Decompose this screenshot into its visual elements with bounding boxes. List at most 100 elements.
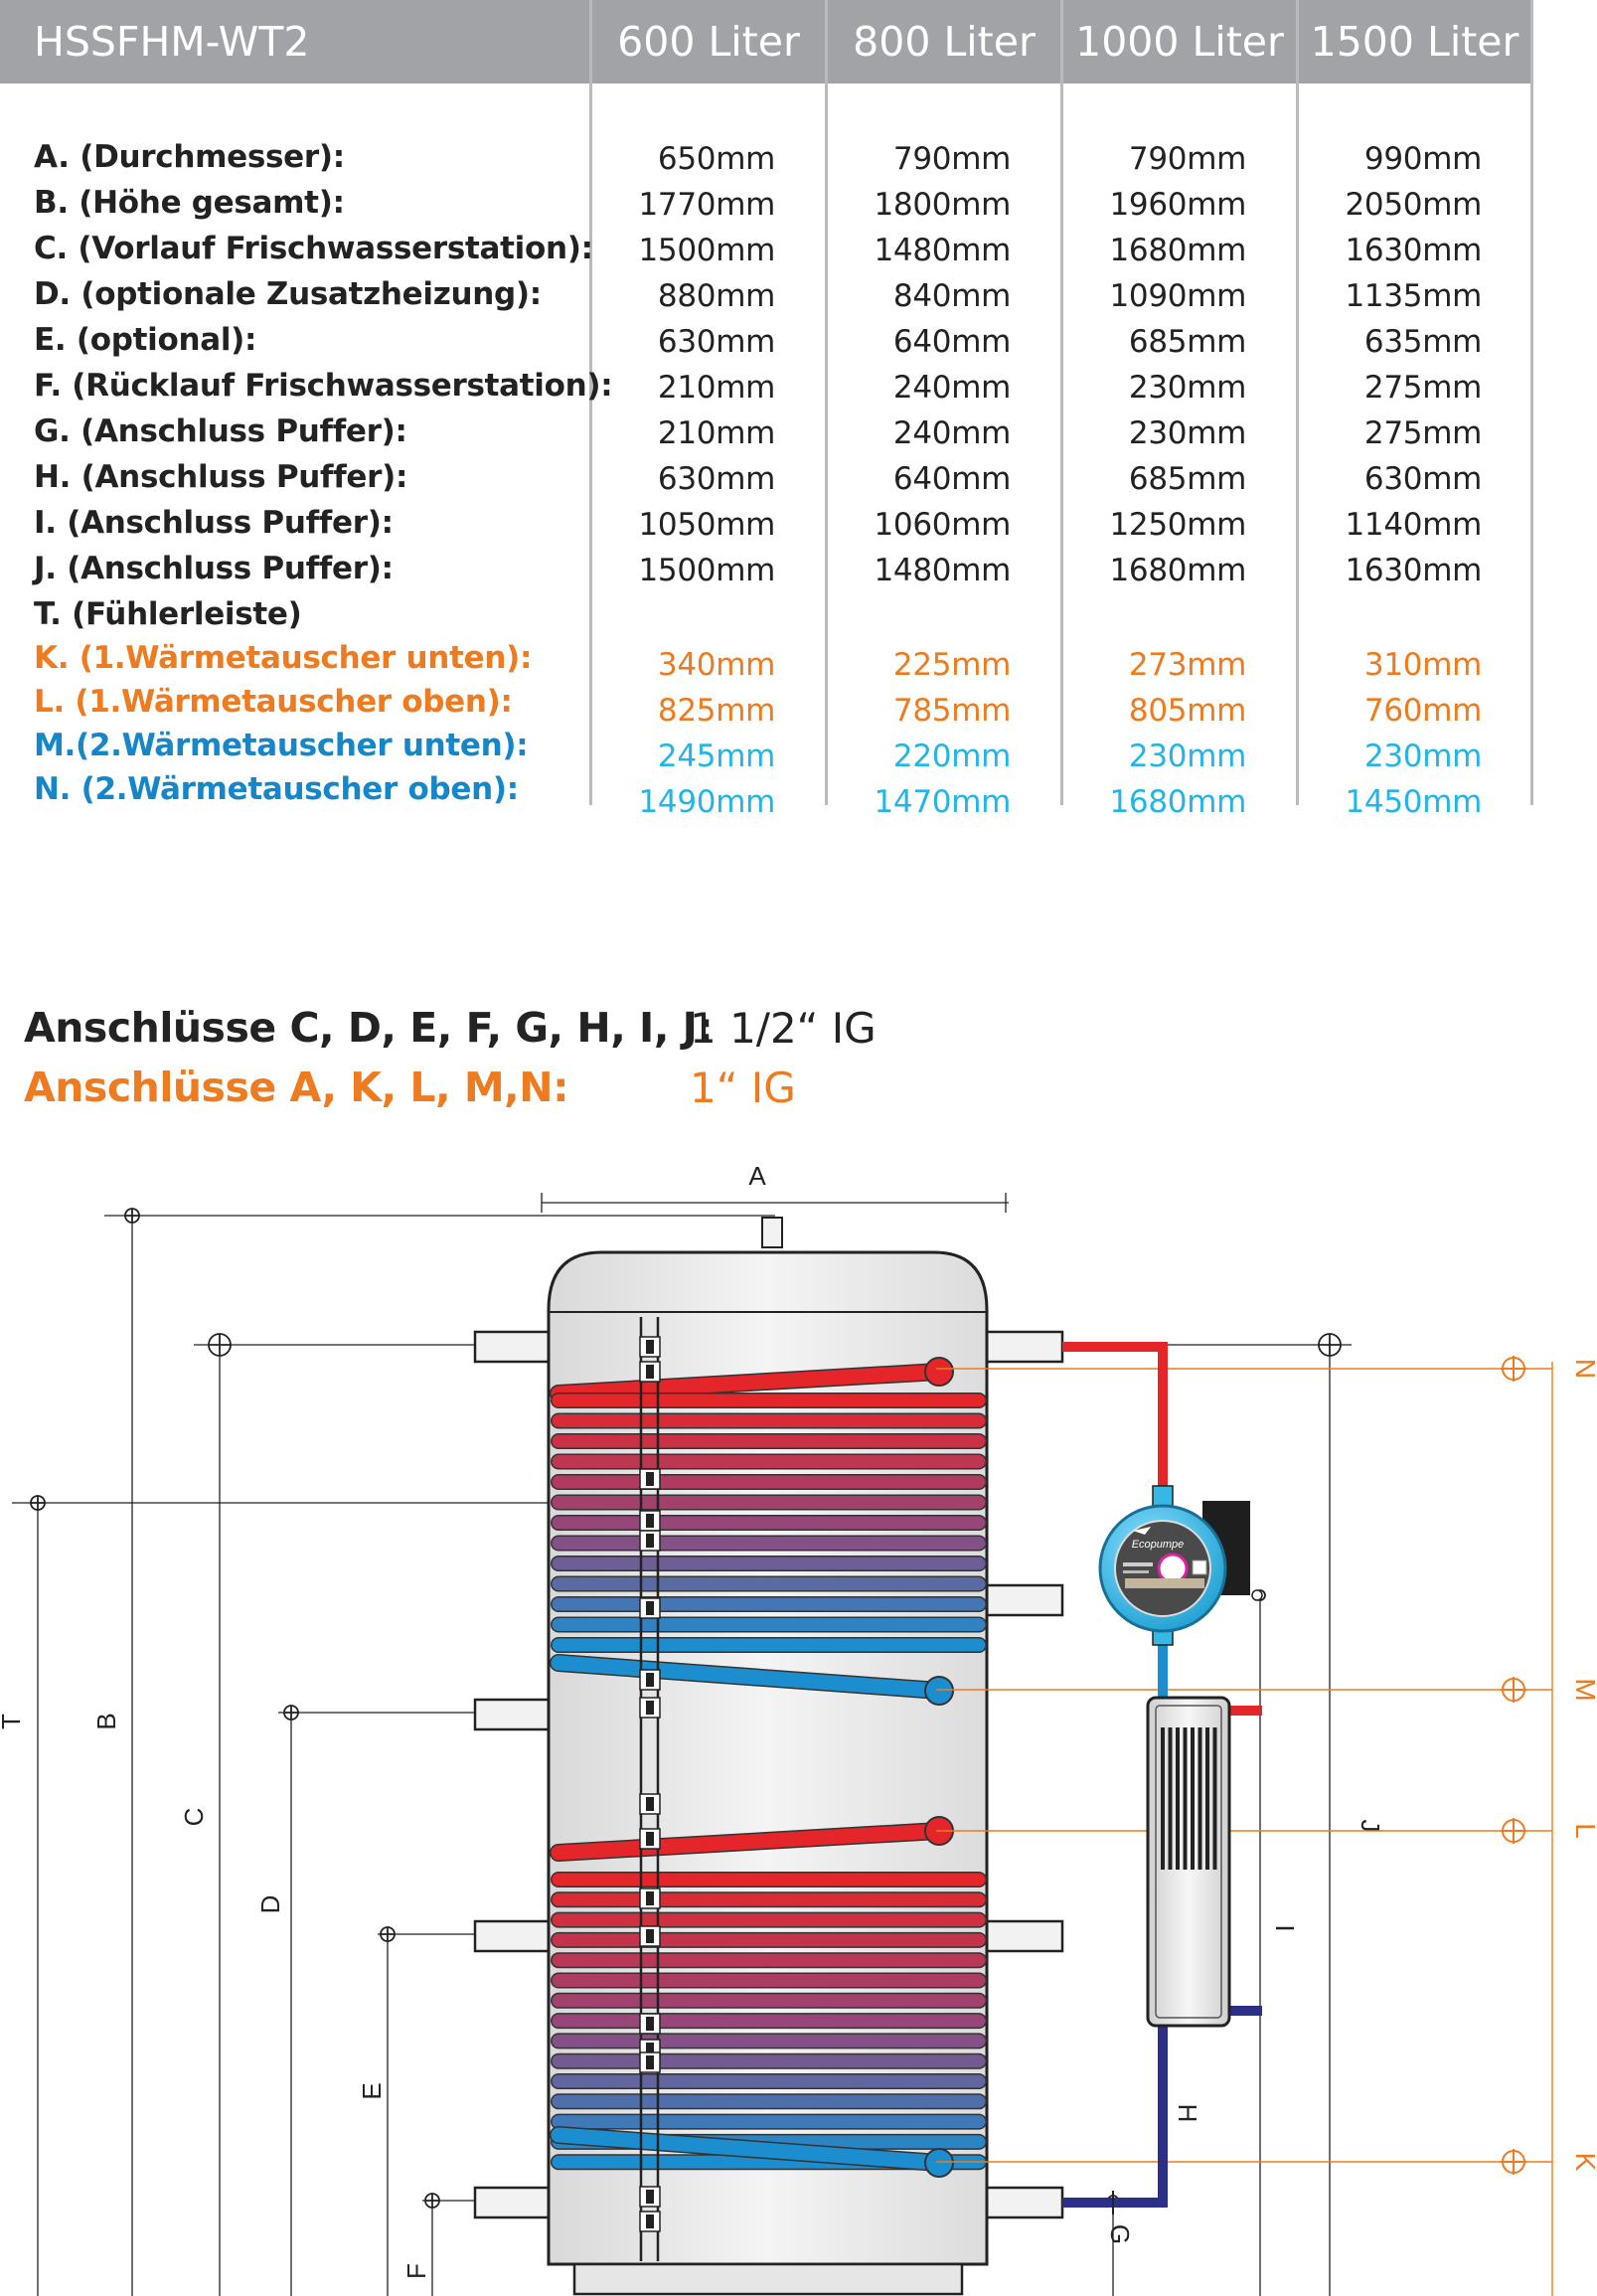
table-cell: 1140mm (1345, 507, 1483, 543)
table-cell: 1960mm (1109, 187, 1247, 223)
connection-value-1: 1 1/2“ IG (690, 1004, 877, 1053)
column-header-1000: 1000 Liter (1063, 0, 1296, 83)
side-label-m: M (1570, 1678, 1597, 1701)
hx-plate (1161, 1727, 1165, 1870)
side-label-k: K (1570, 2153, 1597, 2172)
column-header-1500: 1500 Liter (1299, 0, 1530, 83)
table-cell: 230mm (1363, 738, 1482, 774)
table-cell: 640mm (892, 461, 1011, 497)
column-divider (1060, 0, 1063, 805)
column-divider (1296, 0, 1299, 805)
row-label: N. (2.Wärmetauscher oben): (34, 771, 519, 807)
row-label: F. (Rücklauf Frischwasserstation): (34, 368, 613, 404)
row-label: I. (Anschluss Puffer): (34, 505, 394, 541)
sensor-bar (639, 1317, 661, 2261)
dim-label-j: J (1356, 1820, 1385, 1833)
table-row: M.(2.Wärmetauscher unten): 245mm 220mm 230m… (0, 728, 1530, 779)
table-cell: 230mm (1128, 370, 1246, 406)
plate-heat-exchanger (1146, 1696, 1231, 2028)
hx-plate (1212, 1727, 1217, 1870)
table-cell: 635mm (1363, 324, 1482, 360)
dim-label-i: I (1270, 1924, 1300, 1931)
row-label: D. (optionale Zusatzheizung): (34, 276, 542, 312)
row-label: L. (1.Wärmetauscher oben): (34, 684, 513, 720)
buffer-tank-diagram: A B C D E F G H I J T (0, 1161, 1597, 2296)
row-label: C. (Vorlauf Frischwasserstation): (34, 231, 593, 266)
table-cell: 630mm (1363, 461, 1482, 497)
column-header-800: 800 Liter (828, 0, 1060, 83)
table-cell: 880mm (657, 278, 775, 314)
connection-label-2: Anschlüsse A, K, L, M,N: (24, 1064, 568, 1111)
dim-label-e: E (357, 2082, 387, 2099)
side-label-n: N (1570, 1359, 1597, 1379)
top-connection-a (761, 1217, 783, 1248)
table-cell: 310mm (1363, 647, 1482, 683)
model-header: HSSFHM-WT2 (0, 0, 589, 83)
table-cell: 790mm (892, 141, 1011, 177)
table-row: I. (Anschluss Puffer): 1050mm 1060mm 1250mm… (0, 505, 1530, 551)
dim-label-b: B (91, 1713, 121, 1729)
table-cell: 630mm (657, 324, 775, 360)
side-letters: N M L K (1570, 1359, 1597, 2172)
column-header-600: 600 Liter (592, 0, 825, 83)
tank-base (572, 2262, 964, 2296)
table-header: HSSFHM-WT2 600 Liter 800 Liter 1000 Lite… (0, 0, 1597, 83)
table-cell: 340mm (657, 647, 775, 683)
table-cell: 1480mm (874, 553, 1012, 588)
table-cell: 275mm (1363, 370, 1482, 406)
heat-exchanger-coils (550, 1357, 987, 2178)
table-cell: 760mm (1363, 693, 1482, 729)
table-cell: 1800mm (874, 187, 1012, 223)
row-label: M.(2.Wärmetauscher unten): (34, 728, 529, 763)
table-cell: 245mm (657, 738, 775, 774)
circulation-pump: Ecopumpe (1098, 1485, 1263, 1646)
dimension-lines (12, 1193, 1352, 2296)
side-label-l: L (1570, 1823, 1597, 1839)
table-cell: 1050mm (638, 507, 776, 543)
table-cell: 650mm (657, 141, 775, 177)
dim-label-f: F (401, 2263, 431, 2279)
table-row: T. (Fühlerleiste) (0, 596, 1530, 642)
coil-turn (551, 1823, 947, 1861)
table-cell: 225mm (892, 647, 1011, 683)
table-cell: 1060mm (874, 507, 1012, 543)
hx-plate (1191, 1727, 1195, 1870)
hx-plate (1198, 1727, 1202, 1870)
row-label: H. (Anschluss Puffer): (34, 459, 408, 495)
coil-connection (924, 1676, 954, 1706)
connection-label-1: Anschlüsse C, D, E, F, G, H, I, J: (24, 1004, 714, 1052)
table-cell: 1470mm (874, 784, 1012, 820)
table-cell: 273mm (1128, 647, 1246, 683)
dim-label-h: H (1173, 2104, 1202, 2123)
table-cell: 685mm (1128, 461, 1246, 497)
row-label: E. (optional): (34, 322, 257, 358)
table-cell: 220mm (892, 738, 1011, 774)
dim-label-d: D (255, 1895, 285, 1914)
dim-label-a: A (748, 1161, 766, 1191)
row-label: A. (Durchmesser): (34, 139, 345, 175)
row-label: J. (Anschluss Puffer): (34, 551, 394, 586)
table-cell: 240mm (892, 415, 1011, 451)
table-cell: 1135mm (1345, 278, 1483, 314)
table-cell: 990mm (1363, 141, 1482, 177)
hx-plate (1183, 1727, 1188, 1870)
dim-label-g: G (1105, 2224, 1135, 2244)
reference-lines (936, 1362, 1553, 2296)
marker-crosses (31, 1209, 1341, 2208)
table-cell: 805mm (1128, 693, 1246, 729)
hx-plate (1168, 1727, 1173, 1870)
table-cell: 1250mm (1109, 507, 1247, 543)
dim-label-c: C (179, 1808, 209, 1827)
table-cell: 275mm (1363, 415, 1482, 451)
table-cell: 1450mm (1345, 784, 1483, 820)
hx-plate (1205, 1727, 1209, 1870)
table-cell: 640mm (892, 324, 1011, 360)
table-cell: 1500mm (638, 233, 776, 268)
